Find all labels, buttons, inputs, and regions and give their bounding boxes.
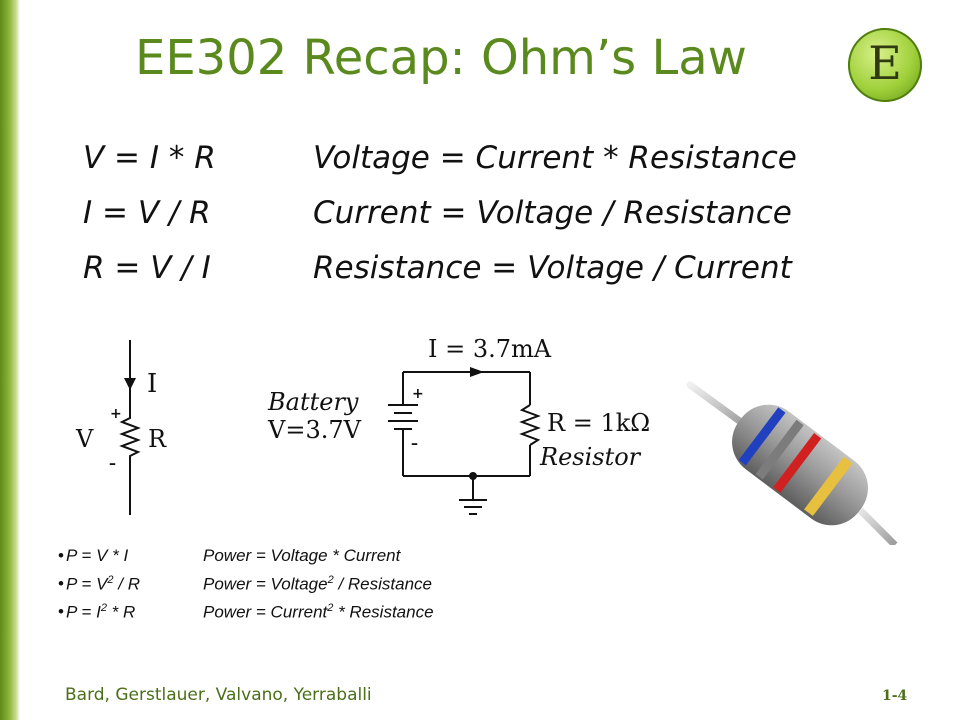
series-circuit: I = 3.7mA Battery V=3.7V + – R = 1kΩ Res… (267, 335, 650, 515)
resistance-label: R (148, 425, 167, 453)
battery-label: Battery (267, 388, 359, 416)
power-formula: P = V2 / R (66, 574, 140, 594)
power-formula: P = V * I (66, 546, 129, 565)
side-accent-bar (0, 0, 20, 720)
equation-formula: R = V / I (83, 250, 211, 286)
equation-formula: V = I * R (83, 140, 216, 176)
resistor-value-label: R = 1kΩ (547, 409, 650, 437)
minus-sign: – (109, 456, 116, 472)
logo-letter: E (868, 36, 902, 90)
footer-authors: Bard, Gerstlauer, Valvano, Yerraballi (65, 685, 372, 705)
voltage-label: V (75, 425, 94, 453)
bullet-icon: • (58, 546, 64, 565)
resistor-symbol-icon (519, 404, 541, 446)
bullet-icon: • (58, 574, 64, 593)
power-meaning: Power = Voltage * Current (203, 546, 401, 565)
resistor-symbol-icon (119, 410, 141, 464)
ohm-symbol-diagram: I V R + – (75, 340, 167, 515)
resistor-photo (686, 381, 898, 545)
ee-logo-icon: E (848, 28, 922, 102)
equation-meaning: Resistance = Voltage / Current (313, 250, 792, 286)
page-number: 1-4 (882, 688, 908, 704)
band-gold (804, 456, 853, 517)
slide-title: EE302 Recap: Ohm’s Law (135, 30, 747, 86)
power-meaning: Power = Voltage2 / Resistance (203, 574, 432, 594)
band-gray (755, 419, 804, 480)
bullet-icon: • (58, 602, 64, 621)
band-blue (738, 407, 786, 466)
circuit-figure: I V R + – I = 3.7mA Battery V=3.7V + – R… (75, 335, 898, 545)
resistor-label: Resistor (539, 443, 642, 471)
equation-meaning: Current = Voltage / Resistance (313, 195, 792, 231)
power-formula: P = I2 * R (66, 602, 136, 622)
battery-voltage-label: V=3.7V (267, 416, 362, 444)
equation-formula: I = V / R (83, 195, 211, 231)
current-value-label: I = 3.7mA (428, 335, 552, 363)
battery-plus-sign: + (412, 386, 424, 402)
band-red (773, 433, 822, 493)
current-arrow-icon (124, 378, 136, 390)
battery-minus-sign: – (411, 436, 418, 452)
plus-sign: + (110, 406, 122, 422)
equation-meaning: Voltage = Current * Resistance (313, 140, 797, 176)
current-label: I (147, 369, 157, 399)
power-meaning: Power = Current2 * Resistance (203, 602, 434, 622)
current-arrow-icon (470, 367, 484, 377)
